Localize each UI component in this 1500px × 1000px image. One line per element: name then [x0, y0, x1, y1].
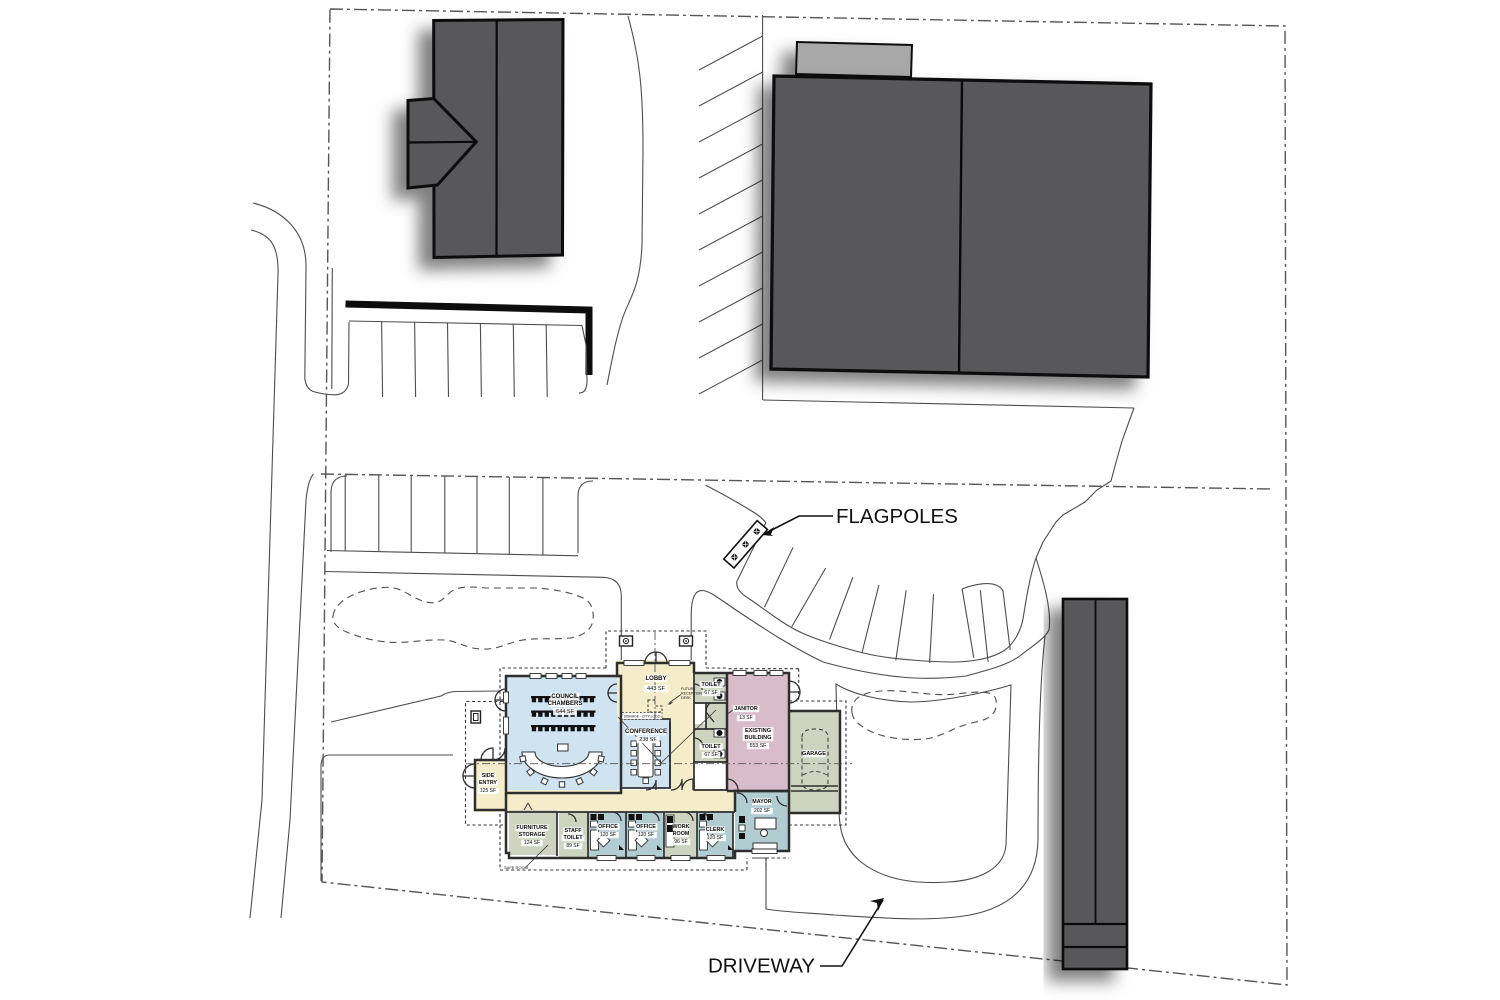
svg-text:WORK: WORK — [672, 824, 689, 830]
svg-text:120 SF: 120 SF — [638, 832, 654, 838]
svg-text:FUTURE: FUTURE — [681, 687, 696, 691]
svg-text:FLAGPOLES: FLAGPOLES — [836, 505, 958, 528]
svg-text:TOILET: TOILET — [563, 835, 583, 841]
svg-text:443 SF: 443 SF — [647, 686, 666, 692]
svg-text:125 SF: 125 SF — [480, 788, 496, 794]
svg-text:CONFERENCE: CONFERENCE — [625, 729, 667, 735]
svg-text:CLERK: CLERK — [706, 827, 725, 833]
svg-text:238 SF: 238 SF — [639, 737, 657, 743]
svg-text:DRIVEWAY: DRIVEWAY — [708, 955, 815, 978]
svg-text:COUNCIL: COUNCIL — [551, 694, 579, 700]
svg-text:OFFICE: OFFICE — [598, 824, 618, 830]
svg-text:RECEPTION: RECEPTION — [681, 692, 702, 696]
svg-text:124 SF: 124 SF — [524, 840, 540, 846]
svg-text:TOILET: TOILET — [701, 744, 721, 750]
svg-text:GARAGE: GARAGE — [802, 751, 826, 757]
svg-text:LOBBY: LOBBY — [646, 676, 667, 682]
svg-text:EXISTING: EXISTING — [745, 728, 771, 734]
svg-text:89 SF: 89 SF — [566, 843, 579, 849]
svg-text:MAYOR: MAYOR — [752, 799, 772, 805]
svg-text:ROOM: ROOM — [673, 831, 690, 837]
svg-text:BUILDING: BUILDING — [744, 735, 771, 741]
svg-text:120 SF: 120 SF — [600, 832, 616, 838]
svg-text:120 SF: 120 SF — [707, 835, 723, 841]
svg-text:644 SF: 644 SF — [556, 709, 575, 715]
svg-text:202 SF: 202 SF — [754, 808, 770, 814]
svg-text:SIDE: SIDE — [482, 773, 495, 779]
svg-text:JANITOR: JANITOR — [734, 706, 758, 712]
svg-text:SIGNAGE - CITY LOGO: SIGNAGE - CITY LOGO — [624, 715, 661, 719]
svg-text:ENTRY: ENTRY — [479, 780, 497, 786]
svg-text:TOILET: TOILET — [701, 682, 721, 688]
svg-text:553 SF: 553 SF — [750, 743, 767, 749]
svg-text:FURNITURE: FURNITURE — [516, 825, 548, 831]
svg-text:67 SF: 67 SF — [704, 690, 717, 696]
svg-text:SAFE ROOM: SAFE ROOM — [504, 865, 528, 870]
svg-text:OFFICE: OFFICE — [636, 824, 656, 830]
svg-text:96 SF: 96 SF — [674, 839, 687, 845]
svg-text:67 SF: 67 SF — [704, 752, 717, 758]
svg-text:CHAMBERS: CHAMBERS — [548, 701, 583, 707]
svg-text:DESK: DESK — [681, 696, 691, 700]
svg-text:STAFF: STAFF — [565, 828, 583, 834]
svg-text:STORAGE: STORAGE — [519, 832, 546, 838]
svg-text:13 SF: 13 SF — [739, 715, 752, 721]
